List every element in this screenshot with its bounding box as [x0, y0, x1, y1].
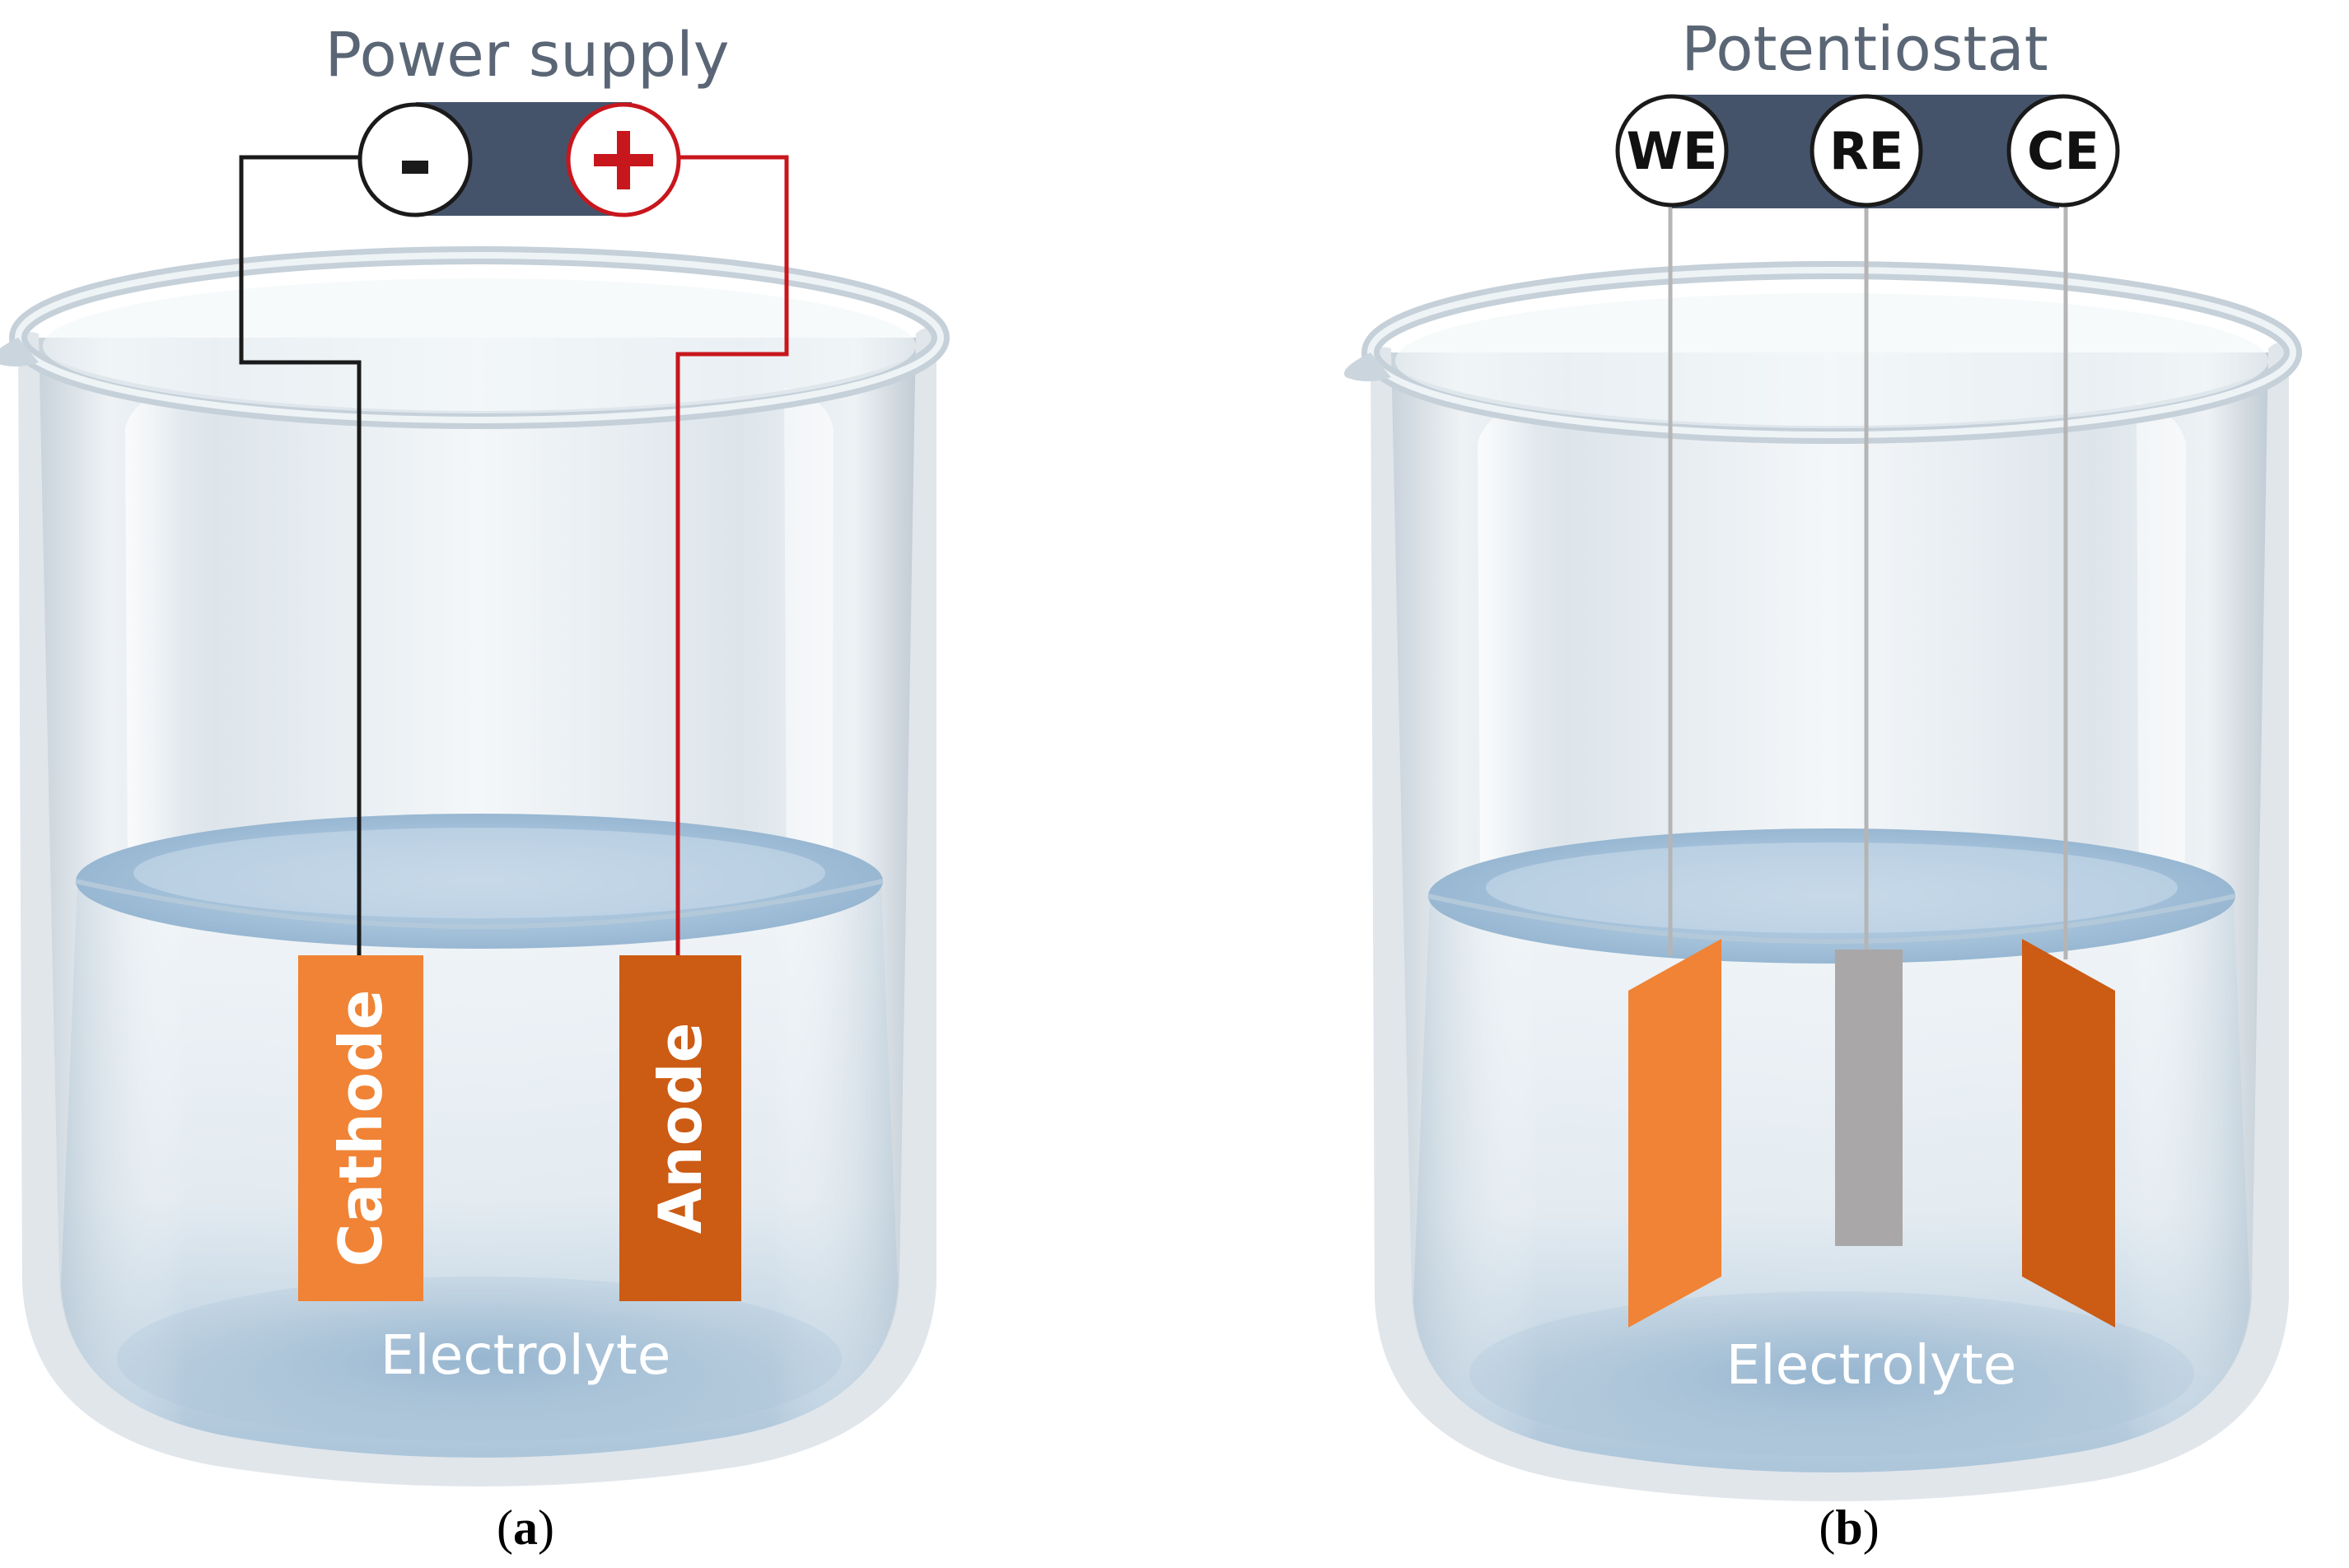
ce-label: CE	[2027, 121, 2099, 181]
we-label: WE	[1627, 121, 1718, 181]
anode-label: Anode	[646, 1023, 715, 1234]
ce-terminal: CE	[2006, 94, 2120, 208]
reference-electrode	[1835, 950, 1903, 1246]
power-supply-title: Power supply	[325, 20, 729, 91]
counter-electrode	[2022, 939, 2115, 1328]
cathode-label: Cathode	[326, 990, 395, 1267]
cathode-electrode: Cathode	[298, 955, 423, 1301]
beaker-a	[0, 246, 950, 1487]
electrolyte-label-a: Electrolyte	[381, 1323, 671, 1387]
we-terminal: WE	[1615, 94, 1729, 208]
positive-terminal	[566, 102, 681, 217]
beaker-b	[1344, 261, 2302, 1502]
bottom-pool	[117, 1276, 842, 1441]
re-label: RE	[1829, 121, 1903, 181]
caption-a: (a)	[497, 1500, 554, 1555]
negative-wire	[239, 155, 371, 955]
potentiostat-title: Potentiostat	[1681, 14, 2048, 85]
anode-electrode: Anode	[619, 955, 741, 1301]
panel-a: Power supply Cathode Anode Electrolyte (…	[0, 20, 950, 1555]
electrolyte-label-b: Electrolyte	[1726, 1333, 2017, 1397]
caption-b: (b)	[1819, 1500, 1879, 1555]
working-electrode	[1628, 939, 1721, 1328]
panel-b: WE RE CE Potentiostat Electrolyte (b)	[1344, 14, 2302, 1555]
minus-sign-icon	[402, 161, 428, 174]
positive-wire	[642, 155, 789, 955]
negative-terminal	[357, 102, 473, 217]
re-terminal: RE	[1810, 94, 1923, 208]
